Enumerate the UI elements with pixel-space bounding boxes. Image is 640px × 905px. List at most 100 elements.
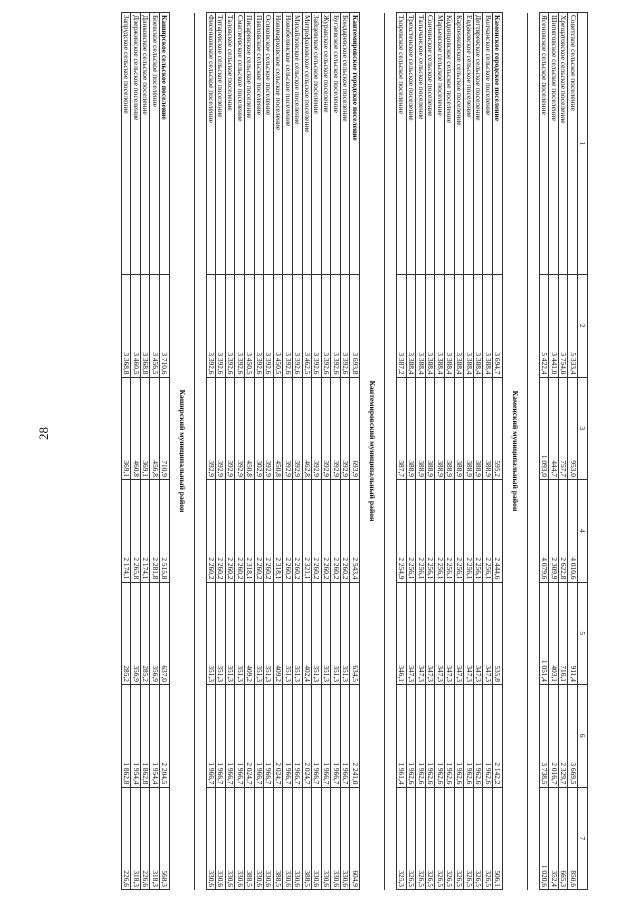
value-cell: 1 962,6: [406, 684, 416, 787]
value-cell: 326,5: [463, 787, 474, 890]
settlement-name-cell: Смаглеевское сельское поселение: [234, 12, 245, 275]
settlement-name-cell: Дзержинское сельское поселение: [130, 12, 141, 275]
header-cell: 2: [577, 274, 588, 377]
value-cell: 409,2: [244, 582, 255, 685]
section-spacer: [384, 12, 397, 890]
value-cell: 1 962,6: [425, 684, 435, 787]
value-cell: 2 444,6: [492, 479, 503, 582]
value-cell: 2 260,2: [292, 479, 303, 582]
settlement-name-cell: Волчанское сельское поселение: [482, 12, 493, 275]
value-cell: 3 392,6: [225, 274, 235, 377]
value-cell: 3 392,6: [215, 274, 226, 377]
settlement-name-cell: Евдаковское сельское поселение: [463, 12, 474, 275]
value-cell: 1 962,6: [434, 684, 445, 787]
value-cell: 388,9: [473, 377, 483, 480]
value-cell: 2 318,1: [244, 479, 255, 582]
value-cell: 1 051,4: [539, 582, 549, 685]
settlement-name-cell: Сончинское сельское поселение: [425, 12, 435, 275]
value-cell: 568,3: [159, 787, 170, 890]
section-spacer: [194, 12, 207, 890]
value-cell: 330,6: [234, 787, 245, 890]
value-cell: 604,9: [350, 787, 360, 890]
value-cell: 392,9: [215, 377, 226, 480]
value-cell: 3 462,5: [302, 274, 312, 377]
value-cell: 387,7: [396, 377, 407, 480]
value-cell: 2 174,1: [121, 479, 131, 582]
value-cell: 2 256,1: [425, 479, 435, 582]
value-cell: 2 260,2: [225, 479, 235, 582]
value-cell: 1 962,6: [454, 684, 464, 787]
value-cell: 369,1: [140, 377, 150, 480]
value-cell: 352,4: [548, 787, 559, 890]
table-header-row: 1 2 3 4 5 6 7: [577, 12, 588, 890]
value-cell: 3 368,8: [121, 274, 131, 377]
section-title-row: Кантемировский муниципальный район: [360, 13, 385, 890]
settlement-name-cell: Павловское сельское поселение: [254, 12, 264, 275]
value-cell: 456,8: [149, 377, 160, 480]
value-cell: 3 710,6: [159, 274, 170, 377]
value-cell: 1 862,8: [140, 684, 150, 787]
value-cell: 693,9: [350, 377, 360, 480]
rotated-table-sheet: 1 2 3 4 5 6 7 Советское сельское поселен…: [108, 12, 588, 890]
value-cell: 1 966,7: [292, 684, 303, 787]
value-cell: 392,9: [263, 377, 274, 480]
value-cell: 1 966,7: [282, 684, 293, 787]
settlement-name-cell: Новобелянское сельское поселение: [282, 12, 293, 275]
budget-table: 1 2 3 4 5 6 7 Советское сельское поселен…: [121, 12, 588, 890]
value-cell: 392,9: [321, 377, 331, 480]
settlement-name-cell: Марьевское сельское поселение: [434, 12, 445, 275]
value-cell: 3 388,4: [406, 274, 416, 377]
value-cell: 450,8: [244, 377, 255, 480]
value-cell: 2 515,8: [159, 479, 170, 582]
settlement-name-cell: Трехстенское сельское поселение: [406, 12, 416, 275]
value-cell: 2 256,1: [473, 479, 483, 582]
settlement-name-cell: Кантемировское городское поселение: [350, 12, 360, 275]
value-cell: 450,8: [273, 377, 283, 480]
value-cell: 4 079,6: [539, 479, 549, 582]
value-cell: 535,8: [492, 582, 503, 685]
value-cell: 326,5: [415, 787, 426, 890]
value-cell: 506,1: [492, 787, 503, 890]
value-cell: 2 281,8: [149, 479, 160, 582]
page-number: 28: [36, 427, 51, 440]
settlement-name-cell: Тхоревское сельское поселение: [396, 12, 407, 275]
value-cell: 347,3: [415, 582, 426, 685]
value-cell: 1 962,6: [415, 684, 426, 787]
value-cell: 595,2: [492, 377, 503, 480]
value-cell: 318,3: [130, 787, 141, 890]
value-cell: 1 966,7: [321, 684, 331, 787]
value-cell: 2 543,4: [350, 479, 360, 582]
header-cell: 4: [577, 479, 588, 582]
value-cell: 388,9: [406, 377, 416, 480]
value-cell: 347,3: [425, 582, 435, 685]
value-cell: 462,8: [302, 377, 312, 480]
value-cell: 330,6: [340, 787, 350, 890]
value-cell: 3 456,5: [149, 274, 160, 377]
value-cell: 1 962,6: [444, 684, 455, 787]
settlement-name-cell: Боевское сельское поселение: [149, 12, 160, 275]
value-cell: 388,9: [444, 377, 455, 480]
value-cell: 3 388,4: [434, 274, 445, 377]
value-cell: 3 450,5: [244, 274, 255, 377]
value-cell: 388,5: [302, 787, 312, 890]
value-cell: 1 966,7: [215, 684, 226, 787]
value-cell: 351,3: [215, 582, 226, 685]
value-cell: 1 961,4: [396, 684, 407, 787]
value-cell: 2 024,7: [302, 684, 312, 787]
value-cell: 2 260,2: [321, 479, 331, 582]
